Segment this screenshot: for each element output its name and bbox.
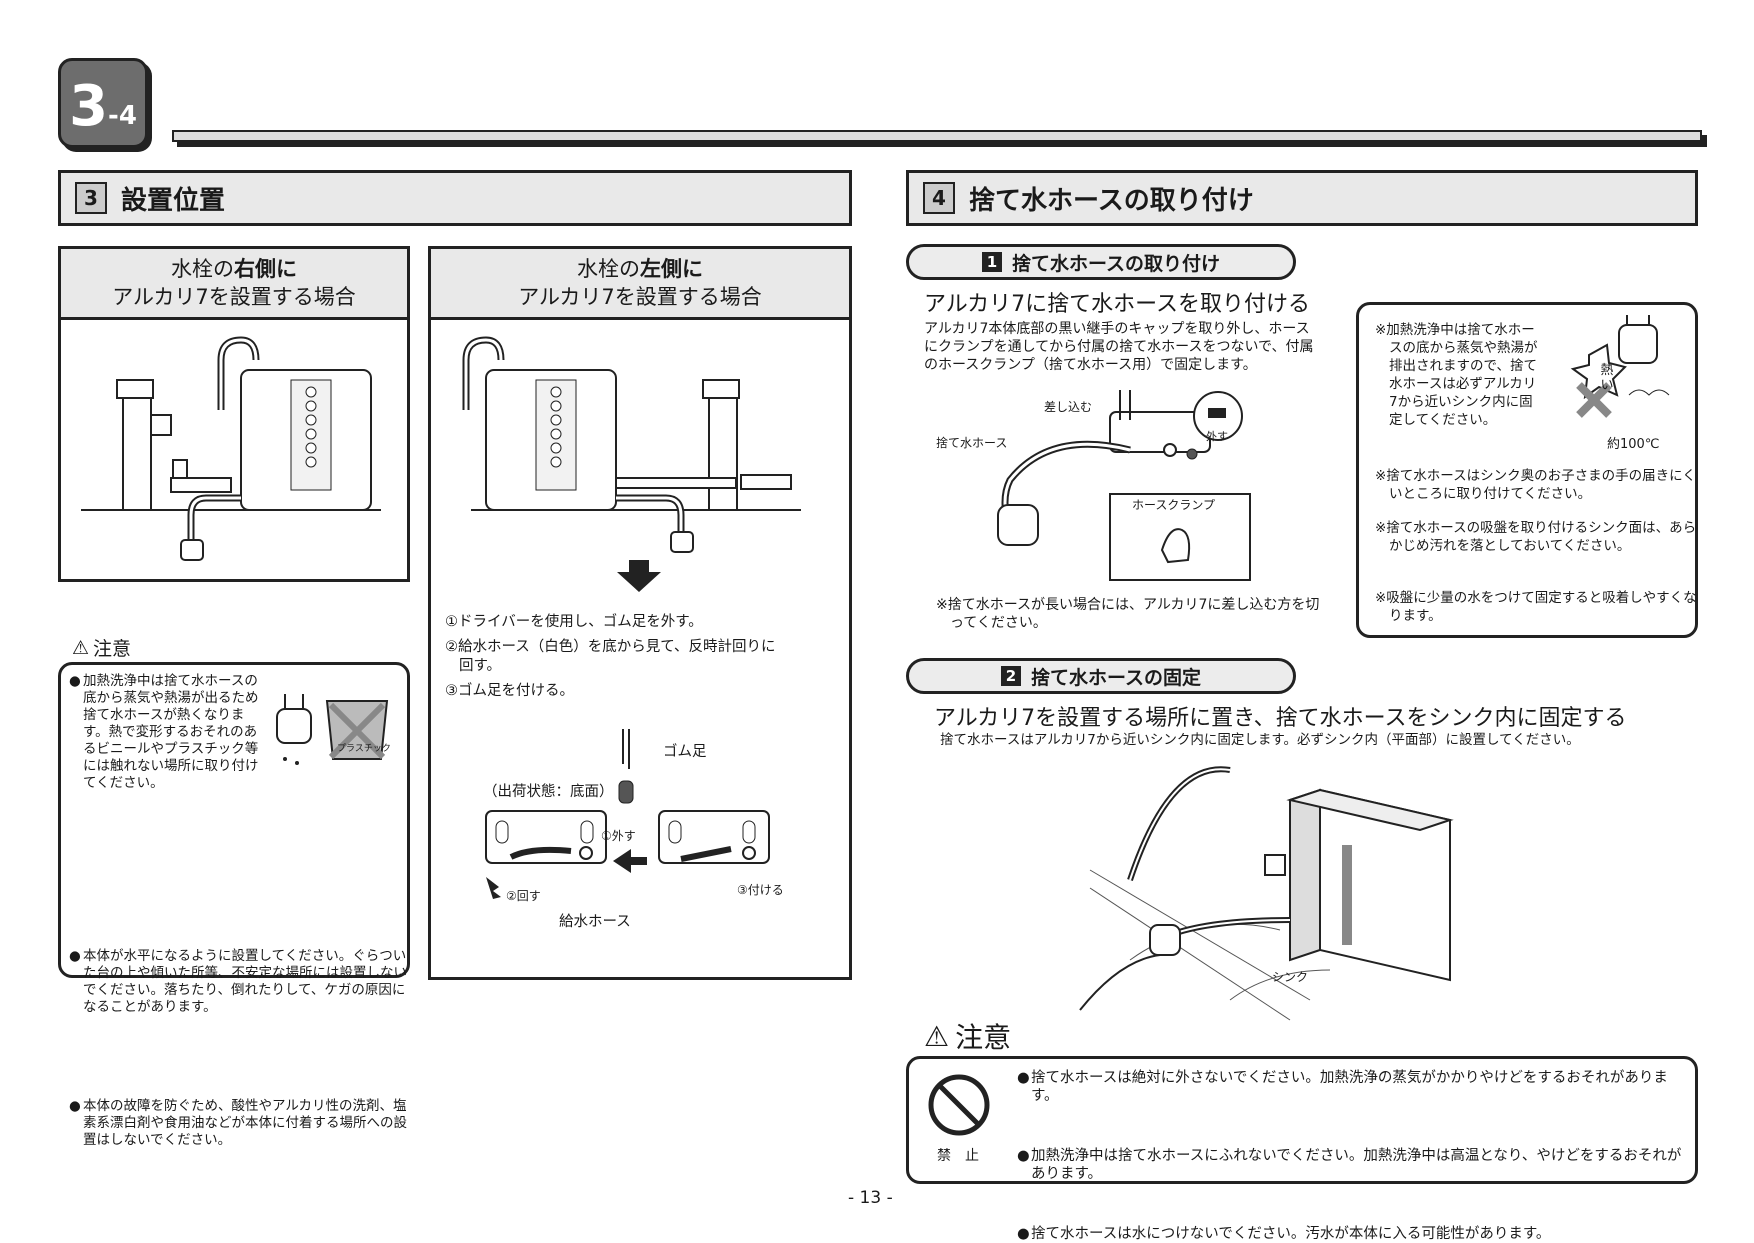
- section4-title: 捨て水ホースの取り付け: [969, 185, 1254, 216]
- panel-left-header: 水栓の左側に アルカリ7を設置する場合: [431, 249, 849, 320]
- step1-number: 1: [981, 252, 1002, 272]
- side-notes-box: ※加熱洗浄中は捨て水ホースの底から蒸気や熱湯が排出されますので、捨て水ホースは必…: [1356, 302, 1698, 638]
- step1-label: 捨て水ホースの取り付け: [1011, 252, 1221, 275]
- rubber-foot-diagram: [485, 729, 770, 899]
- label-turn: ②回す: [506, 889, 541, 903]
- prohibit-label: 禁 止: [937, 1148, 979, 1164]
- panel-left-line1: 水栓の: [577, 257, 640, 281]
- side-note-1: ※加熱洗浄中は捨て水ホースの底から蒸気や熱湯が排出されますので、捨て水ホースは必…: [1375, 322, 1538, 428]
- label-supply-hose: 給水ホース: [559, 914, 631, 930]
- caution-left-item-2: 本体が水平になるように設置してください。ぐらついた台の上や傾いた所等、不安定な場…: [69, 948, 413, 1016]
- side-note-3: ※捨て水ホースの吸盤を取り付けるシンク面は、あらかじめ汚れを落としておいてくださ…: [1375, 520, 1697, 554]
- step1-heading: アルカリ7に捨て水ホースを取り付ける: [924, 292, 1311, 317]
- caution-left-heading: ⚠ 注意: [72, 634, 131, 661]
- panel-left-line2: アルカリ7を設置する場合: [518, 285, 762, 309]
- chapter-sub-number: -4: [108, 101, 137, 131]
- label-shipping-state: （出荷状態：底面）: [483, 784, 614, 800]
- panel-left-side-install: 水栓の左側に アルカリ7を設置する場合 ①ドライバーを使用し、ゴム足を外す。 ②…: [428, 246, 852, 980]
- label-attach: ③付ける: [737, 883, 784, 897]
- label-hose-clamp: ホースクランプ: [1132, 498, 1216, 512]
- step2-label: 捨て水ホースの固定: [1030, 666, 1202, 689]
- section4-number: 4: [923, 182, 955, 214]
- plastic-label: プラスチック: [337, 744, 391, 754]
- caution-left-box: 加熱洗浄中は捨て水ホースの底から蒸気や熱湯が出るため捨て水ホースが熱くなります。…: [58, 662, 410, 1148]
- side-note-4: ※吸盤に少量の水をつけて固定すると吸着しやすくなります。: [1375, 590, 1697, 624]
- caution-left-title: 注意: [93, 638, 132, 660]
- label-drain-hose: 捨て水ホース: [936, 436, 1008, 450]
- install-steps: ①ドライバーを使用し、ゴム足を外す。 ②給水ホース（白色）を底から見て、反時計回…: [445, 613, 835, 701]
- hot-steam-icon: [1570, 315, 1670, 418]
- panel-right-side-install: 水栓の右側に アルカリ7を設置する場合: [58, 246, 410, 582]
- label-hot: 熱い: [1600, 363, 1614, 393]
- label-rubber-foot: ゴム足: [663, 744, 707, 760]
- step2-number: 2: [1000, 666, 1021, 686]
- warning-icon: ⚠: [924, 1019, 950, 1053]
- caution-right-heading: ⚠ 注意: [924, 1016, 1011, 1056]
- label-remove-cap: 外す: [1206, 430, 1228, 443]
- top-rule: [172, 130, 1702, 142]
- prohibit-icon: [928, 1074, 990, 1136]
- hose-attach-illustration: [997, 390, 1251, 581]
- panel-right-line1: 水栓の: [171, 257, 234, 281]
- hot-hose-plastic-icon: [276, 694, 389, 765]
- right-side-install-illustration: [81, 336, 381, 561]
- panel-right-line1-bold: 右側に: [234, 257, 297, 281]
- chapter-badge: 3-4: [58, 58, 148, 148]
- step2-sub: 捨て水ホースはアルカリ7から近いシンク内に固定します。必ずシンク内（平面部）に設…: [940, 732, 1580, 748]
- step2-pill: 2 捨て水ホースの固定: [906, 658, 1296, 694]
- caution-right-item-1: 捨て水ホースは絶対に外さないでください。加熱洗浄の蒸気がかかりやけどをするおそれ…: [1017, 1069, 1691, 1105]
- caution-right-item-2: 加熱洗浄中は捨て水ホースにふれないでください。加熱洗浄中は高温となり、やけどをす…: [1017, 1147, 1691, 1183]
- side-note-2: ※捨て水ホースはシンク奥のお子さまの手の届きにくいところに取り付けてください。: [1375, 468, 1696, 502]
- step1-body: アルカリ7本体底部の黒い継手のキャップを取り外し、ホースにクランプを通してから付…: [924, 321, 1314, 373]
- label-temp: 約100℃: [1607, 437, 1660, 452]
- step1-pill: 1 捨て水ホースの取り付け: [906, 244, 1296, 280]
- section4-header: 4 捨て水ホースの取り付け: [906, 170, 1698, 226]
- section3-number: 3: [75, 182, 107, 214]
- section3-header: 3 設置位置: [58, 170, 852, 226]
- sink-install-illustration: [1079, 766, 1454, 1021]
- step1-note: ※捨て水ホースが長い場合には、アルカリ7に差し込む方を切ってください。: [936, 597, 1320, 631]
- step-3: ③ゴム足を付ける。: [445, 683, 574, 699]
- step-2-cont: 回す。: [459, 658, 502, 674]
- page-number: - 13 -: [848, 1188, 893, 1208]
- step-1: ①ドライバーを使用し、ゴム足を外す。: [445, 614, 703, 630]
- section3-title: 設置位置: [121, 185, 226, 216]
- panel-right-header: 水栓の右側に アルカリ7を設置する場合: [61, 249, 407, 320]
- step-2: ②給水ホース（白色）を底から見て、反時計回りに: [445, 639, 776, 655]
- panel-left-line1-bold: 左側に: [640, 257, 703, 281]
- caution-left-item-1: 加熱洗浄中は捨て水ホースの底から蒸気や熱湯が出るため捨て水ホースが熱くなります。…: [69, 673, 259, 792]
- warning-icon: ⚠: [72, 636, 90, 659]
- step2-heading: アルカリ7を設置する場所に置き、捨て水ホースをシンク内に固定する: [934, 706, 1627, 731]
- chapter-main-number: 3: [69, 74, 109, 139]
- caution-left-item-3: 本体の故障を防ぐため、酸性やアルカリ性の洗剤、塩素系漂白剤や食用油などが本体に付…: [69, 1098, 413, 1149]
- panel-right-line2: アルカリ7を設置する場合: [112, 285, 356, 309]
- caution-right-title: 注意: [955, 1021, 1012, 1054]
- caution-right-item-3: 捨て水ホースは水につけないでください。汚水が本体に入る可能性があります。: [1017, 1225, 1691, 1243]
- label-remove: ①外す: [601, 829, 636, 843]
- left-side-install-illustration: [462, 336, 801, 592]
- label-sink: シンク: [1272, 970, 1309, 984]
- caution-right-box: 禁 止 捨て水ホースは絶対に外さないでください。加熱洗浄の蒸気がかかりやけどをす…: [906, 1056, 1698, 1243]
- label-insert: 差し込む: [1044, 400, 1093, 414]
